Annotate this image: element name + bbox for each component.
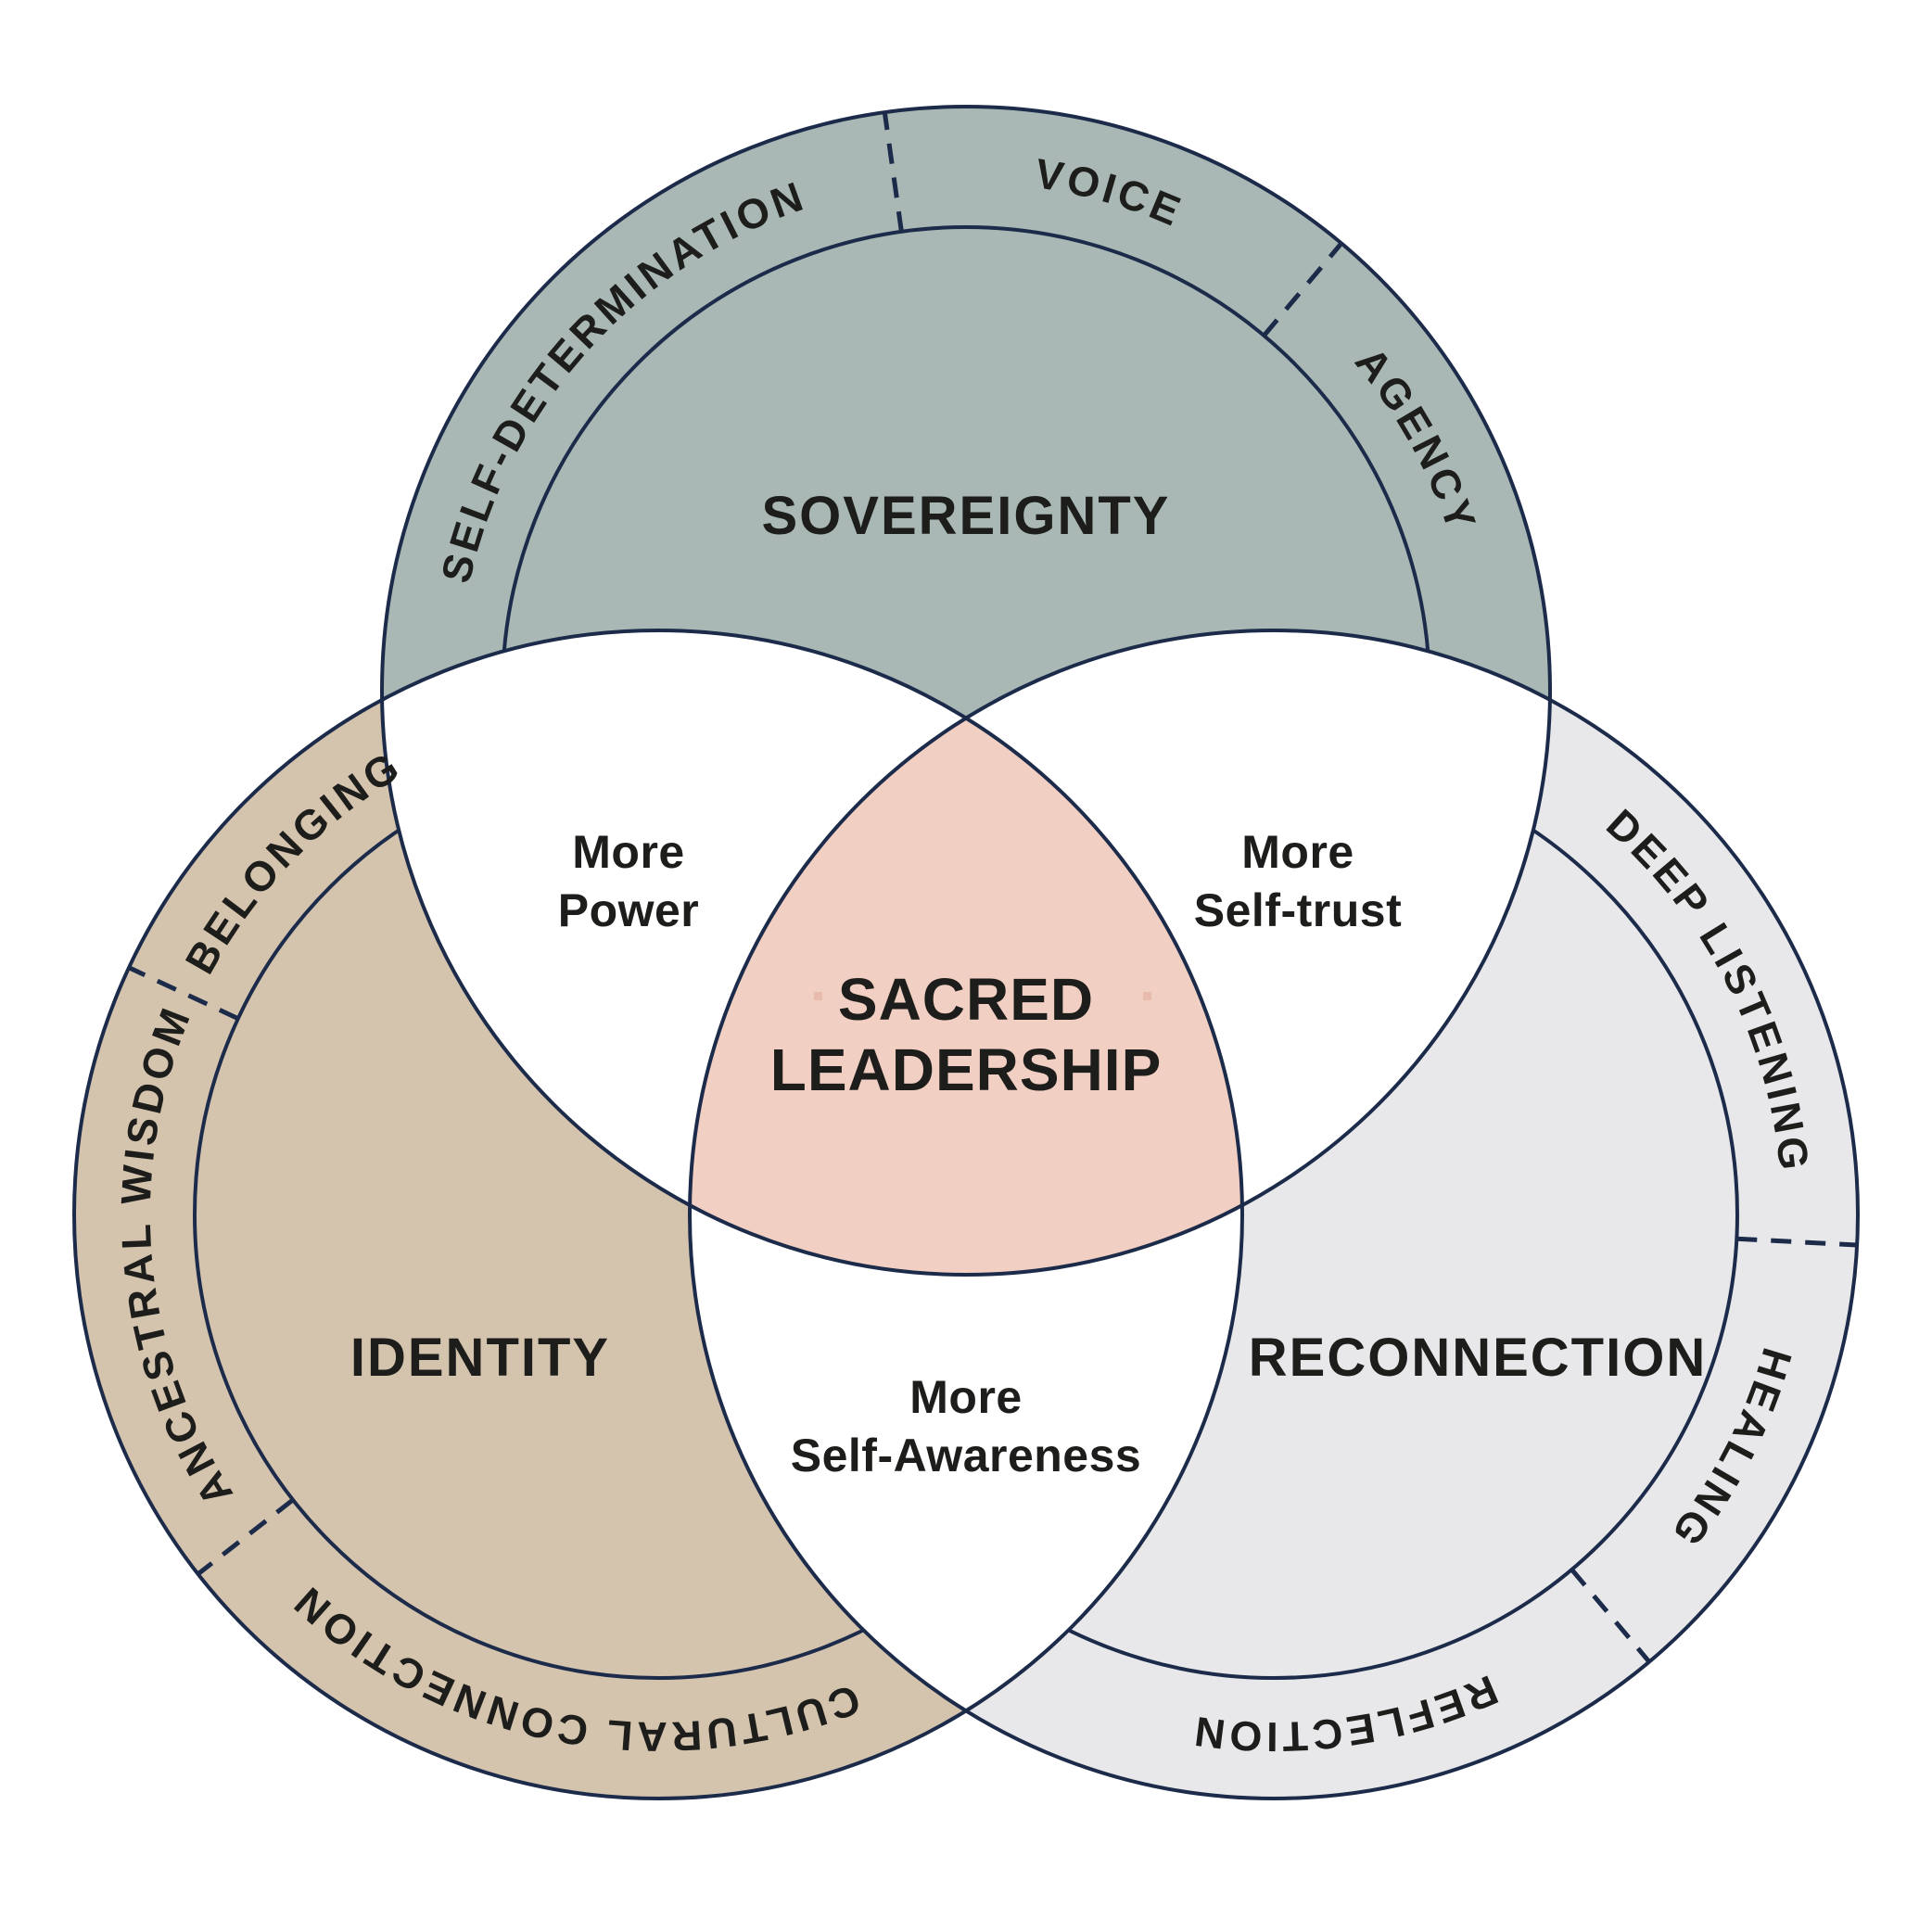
overlap-selfawareness-line2: Self-Awareness [791, 1430, 1141, 1481]
sovereignty-inner-ring-line [501, 225, 1431, 1156]
decorative-mark-left [814, 992, 822, 1000]
reconnection-inner-ring-line [808, 749, 1739, 1680]
separator-belonging-ancestral [127, 965, 239, 1021]
separator-healing-reflection [1570, 1568, 1651, 1664]
separator-self-determination-voice [882, 111, 904, 233]
center-region [690, 630, 1242, 1275]
identity-inner-ring-line [193, 749, 1124, 1680]
reconnection-circle-outline [688, 629, 1860, 1800]
overlap-selftrust-line2: Self-trust [1194, 884, 1402, 936]
identity-title: IDENTITY [350, 1328, 610, 1388]
sovereignty-title: SOVEREIGNTY [762, 486, 1171, 546]
center-title-line1: SACRED [838, 966, 1094, 1033]
reconnection-title: RECONNECTION [1249, 1328, 1707, 1388]
overlap-power-line1: More [572, 826, 684, 878]
sovereignty-circle-outline [380, 105, 1552, 1277]
separator-ancestral-cultural [197, 1497, 295, 1576]
center-region-clip-inner [690, 630, 1242, 1275]
overlap-power-line2: Power [558, 884, 700, 936]
ring-separator-group [127, 111, 1858, 1664]
separator-deeplistening-healing [1736, 1236, 1858, 1248]
overlap-selftrust-line1: More [1241, 826, 1354, 878]
overlap-selfawareness-line1: More [909, 1371, 1022, 1423]
identity-circle-outline [72, 629, 1244, 1800]
decorative-mark-right [1143, 992, 1151, 1000]
center-region-clip-outer [690, 630, 1242, 1275]
outline-group [72, 105, 1860, 1800]
center-title-line2: LEADERSHIP [770, 1036, 1163, 1103]
separator-voice-agency [1262, 241, 1343, 337]
